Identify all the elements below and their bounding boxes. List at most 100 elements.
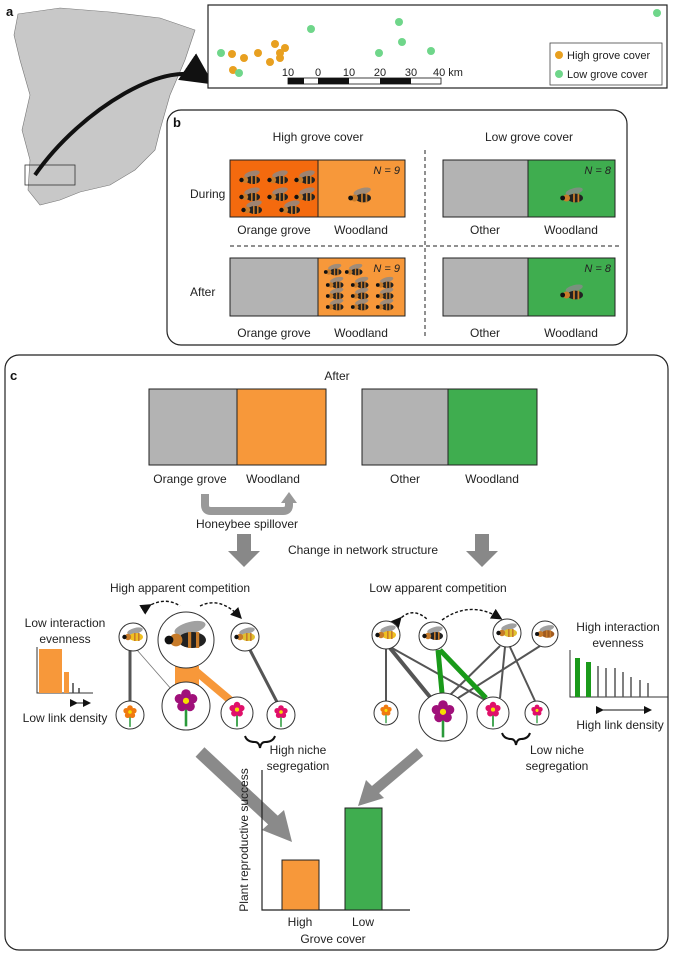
row-label-after: After xyxy=(190,285,215,299)
honeybee-icon xyxy=(496,623,517,637)
row-label-during: During xyxy=(190,187,225,201)
flower-icon xyxy=(123,705,137,719)
left-network xyxy=(128,600,279,704)
label-woodland: Woodland xyxy=(246,472,300,486)
honeybee-icon xyxy=(350,298,369,311)
spillover-arrowhead xyxy=(281,492,297,503)
label-woodland: Woodland xyxy=(544,223,598,237)
col-header-high: High grove cover xyxy=(273,130,364,144)
scale-tick-label: 40 km xyxy=(433,67,463,79)
label-woodland: Woodland xyxy=(465,472,519,486)
legend-low: Low grove cover xyxy=(567,69,648,81)
label-woodland: Woodland xyxy=(334,326,388,340)
flower-icon xyxy=(531,704,543,716)
left-evenness-histogram: Low interaction evenness Low link densit… xyxy=(23,616,108,725)
arrow-to-low xyxy=(371,748,424,794)
honeybee-icon xyxy=(294,170,315,184)
down-arrow-right xyxy=(466,534,498,567)
site-low xyxy=(307,25,315,33)
site-high xyxy=(281,44,289,52)
col-header-low: Low grove cover xyxy=(485,130,573,144)
right-link-density-label: High link density xyxy=(576,718,663,732)
site-low xyxy=(398,38,406,46)
panel-c-title: After xyxy=(324,369,349,383)
label-other: Other xyxy=(470,326,500,340)
plant-node xyxy=(476,696,510,730)
honeybee-icon xyxy=(234,627,255,641)
label-other: Other xyxy=(470,223,500,237)
zoom-arrow xyxy=(33,53,214,177)
scale-tick-label: 10 xyxy=(282,67,294,79)
pollinator-node xyxy=(230,622,260,652)
n-low-during: N = 8 xyxy=(584,165,611,177)
site-low xyxy=(427,47,435,55)
scale-tick-label: 10 xyxy=(343,67,355,79)
bar-high xyxy=(281,859,320,911)
flower-icon xyxy=(485,701,501,717)
honeybee-icon xyxy=(422,626,443,640)
scale-tick-label: 20 xyxy=(374,67,386,79)
site-points xyxy=(217,9,661,77)
flower-icon xyxy=(274,705,288,719)
legend-high: High grove cover xyxy=(567,50,650,62)
left-network-title: High apparent competition xyxy=(110,581,250,595)
right-evenness-histogram: High interaction evenness High link dens… xyxy=(569,620,668,732)
right-niche-label: segregation xyxy=(526,759,589,773)
left-evenness-label: Low interaction xyxy=(25,616,106,630)
honeybee-icon xyxy=(294,187,315,201)
right-evenness-label: High interaction xyxy=(576,620,659,634)
panel-b: b High grove cover Low grove cover Durin… xyxy=(166,109,628,464)
plant-node xyxy=(524,700,550,726)
label-other: Other xyxy=(390,472,420,486)
pollinator-node xyxy=(492,618,522,648)
plant-node xyxy=(220,696,254,730)
honeybee-icon xyxy=(267,187,288,201)
n-low-after: N = 8 xyxy=(584,263,611,275)
change-label: Change in network structure xyxy=(288,543,438,557)
site-high xyxy=(240,54,248,62)
right-network xyxy=(385,608,541,702)
label-woodland: Woodland xyxy=(334,223,388,237)
honeybee-icon xyxy=(267,170,288,184)
honeybee-icon xyxy=(241,200,262,214)
spillover-arrow xyxy=(201,494,293,515)
plant-node xyxy=(373,700,399,726)
site-high xyxy=(266,58,274,66)
honeybee-icon xyxy=(350,287,369,300)
honeybee-icon xyxy=(279,200,300,214)
bar-low xyxy=(344,807,383,911)
n-high-during: N = 9 xyxy=(373,165,400,177)
flower-icon xyxy=(380,704,392,716)
honeybee-icon xyxy=(164,620,206,648)
down-arrow-left xyxy=(228,534,260,567)
site-low xyxy=(235,69,243,77)
pollinator-node xyxy=(531,620,559,648)
reproductive-success-chart: High Low Grove cover Plant reproductive … xyxy=(237,768,410,946)
left-niche-label: segregation xyxy=(267,759,330,773)
honeybee-icon xyxy=(325,276,344,289)
label-woodland: Woodland xyxy=(544,326,598,340)
left-niche-label: High niche xyxy=(270,743,327,757)
plant-node xyxy=(266,700,296,730)
flower-icon xyxy=(431,700,455,723)
honeybee-icon xyxy=(375,287,394,300)
honeybee-icon xyxy=(560,284,583,300)
honeybee-icon xyxy=(323,263,342,276)
right-evenness-label: evenness xyxy=(592,636,643,650)
site-high xyxy=(229,66,237,74)
panel-label-b: b xyxy=(173,115,181,130)
plant-node xyxy=(418,692,468,742)
spillover-label: Honeybee spillover xyxy=(196,517,298,531)
site-low xyxy=(653,9,661,17)
panel-label-a: a xyxy=(6,4,14,19)
pollinator-node xyxy=(418,621,448,651)
honeybee-icon xyxy=(375,298,394,311)
honeybee-icon xyxy=(344,263,363,276)
tick-label-high: High xyxy=(288,915,313,929)
right-niche-bracket xyxy=(501,732,531,746)
site-high xyxy=(271,40,279,48)
panel-c: c After Orange grove Woodland Other Wood… xyxy=(4,354,669,951)
flower-icon xyxy=(174,689,198,712)
